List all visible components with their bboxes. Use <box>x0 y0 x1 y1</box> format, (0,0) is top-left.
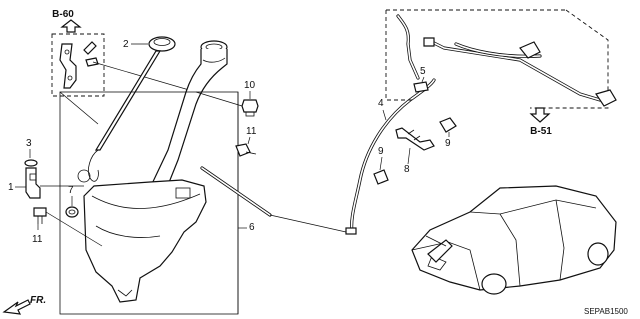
callout-8: 8 <box>404 164 410 175</box>
flange-bolt <box>241 99 259 117</box>
leader-10-to-tank <box>195 91 243 107</box>
leader-clip-tank <box>45 211 103 247</box>
callout-1: 1 <box>8 182 14 193</box>
washer-tube <box>200 78 436 235</box>
tank-outline-frame <box>59 91 239 314</box>
callout-3: 3 <box>26 138 32 149</box>
front-arrow-icon <box>2 299 31 315</box>
tank-cap <box>77 36 176 183</box>
callout-5: 5 <box>420 66 426 77</box>
down-arrow-icon <box>529 107 551 123</box>
nozzle-detail-box <box>385 9 609 109</box>
grommet <box>65 206 79 218</box>
clip-left <box>33 207 47 224</box>
filler-neck <box>149 40 228 191</box>
callout-11-upper: 11 <box>246 126 257 137</box>
ref-b51-label: B-51 <box>530 126 552 137</box>
callout-9-left: 9 <box>378 146 384 157</box>
nozzle-hose-set <box>396 14 617 107</box>
bracket-detail-box <box>51 33 105 97</box>
leader-11-upper <box>247 136 251 145</box>
ref-b60-label: B-60 <box>52 9 74 20</box>
up-arrow-icon <box>60 19 82 33</box>
front-label: FR. <box>30 295 46 306</box>
check-valve <box>395 127 435 151</box>
leader-9-left <box>379 156 383 171</box>
washer-tank <box>83 179 207 303</box>
callout-4: 4 <box>378 98 384 109</box>
tube-joint <box>413 81 429 93</box>
tube-clamp-right <box>439 117 457 133</box>
ref-b60[interactable]: B-60 <box>52 9 82 33</box>
vehicle-locator <box>411 185 617 295</box>
clip-upper <box>235 143 257 157</box>
callout-7: 7 <box>68 185 74 196</box>
leader-8 <box>407 147 411 165</box>
tube-clamp-left <box>373 169 389 185</box>
tube-continuation <box>269 214 347 233</box>
callout-6: 6 <box>249 222 255 233</box>
leader-4 <box>382 109 387 121</box>
callout-10: 10 <box>244 80 256 91</box>
drawing-code: SEPAB1500 <box>584 307 628 316</box>
mounting-bracket <box>59 41 99 89</box>
washer-pump <box>24 159 41 199</box>
ref-b51[interactable]: B-51 <box>529 107 552 137</box>
callout-2: 2 <box>123 39 129 50</box>
leader-5 <box>421 76 425 83</box>
callout-9-right: 9 <box>445 138 451 149</box>
front-indicator: FR. <box>2 295 46 315</box>
callout-11-left: 11 <box>32 234 43 245</box>
